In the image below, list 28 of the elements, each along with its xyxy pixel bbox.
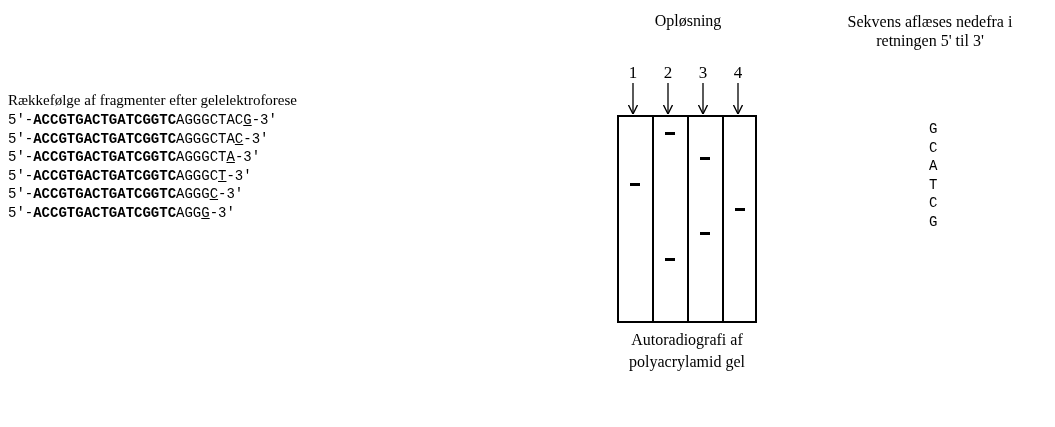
base-letter: T [929, 176, 938, 193]
arrow [662, 82, 674, 115]
lane-number: 4 [730, 64, 746, 82]
base-letter: G [929, 213, 938, 230]
lane-number: 3 [695, 64, 711, 82]
sequence-text: 5'-ACCGTGACTGATCGGTCAGGGCTACG-3' [8, 112, 277, 128]
gel-caption: Autoradiografi af polyacrylamid gel [628, 330, 746, 373]
heading: Sekvens aflæses nedefra i retningen 5' til 3' [846, 12, 1014, 50]
heading: Rækkefølge af fragmenter efter gelelektroforese [8, 92, 298, 109]
gel-lane [617, 115, 654, 323]
lane-number: 2 [660, 64, 676, 82]
sequence-text: 5'-ACCGTGACTGATCGGTCAGGGC-3' [8, 186, 244, 202]
gel-lane [722, 115, 757, 323]
sequence-text: 5'-ACCGTGACTGATCGGTCAGGG-3' [8, 204, 235, 221]
gel-lane [652, 115, 689, 323]
sequence-text: 5'-ACCGTGACTGATCGGTCAGGGCTAC-3' [8, 130, 269, 147]
sequence-text: 5'-ACCGTGACTGATCGGTCAGGGCTA-3' [8, 149, 261, 165]
base-letter: C [929, 195, 938, 211]
arrow [697, 82, 709, 115]
lane-number: 1 [625, 64, 641, 82]
base-letter: G [929, 121, 938, 137]
arrow [732, 82, 744, 115]
arrow [627, 82, 639, 115]
base-letter: A [929, 158, 938, 174]
gel-lane [687, 115, 724, 323]
heading: Opløsning [653, 12, 723, 30]
base-letter: C [929, 139, 938, 156]
sequence-text: 5'-ACCGTGACTGATCGGTCAGGGCT-3' [8, 167, 252, 184]
